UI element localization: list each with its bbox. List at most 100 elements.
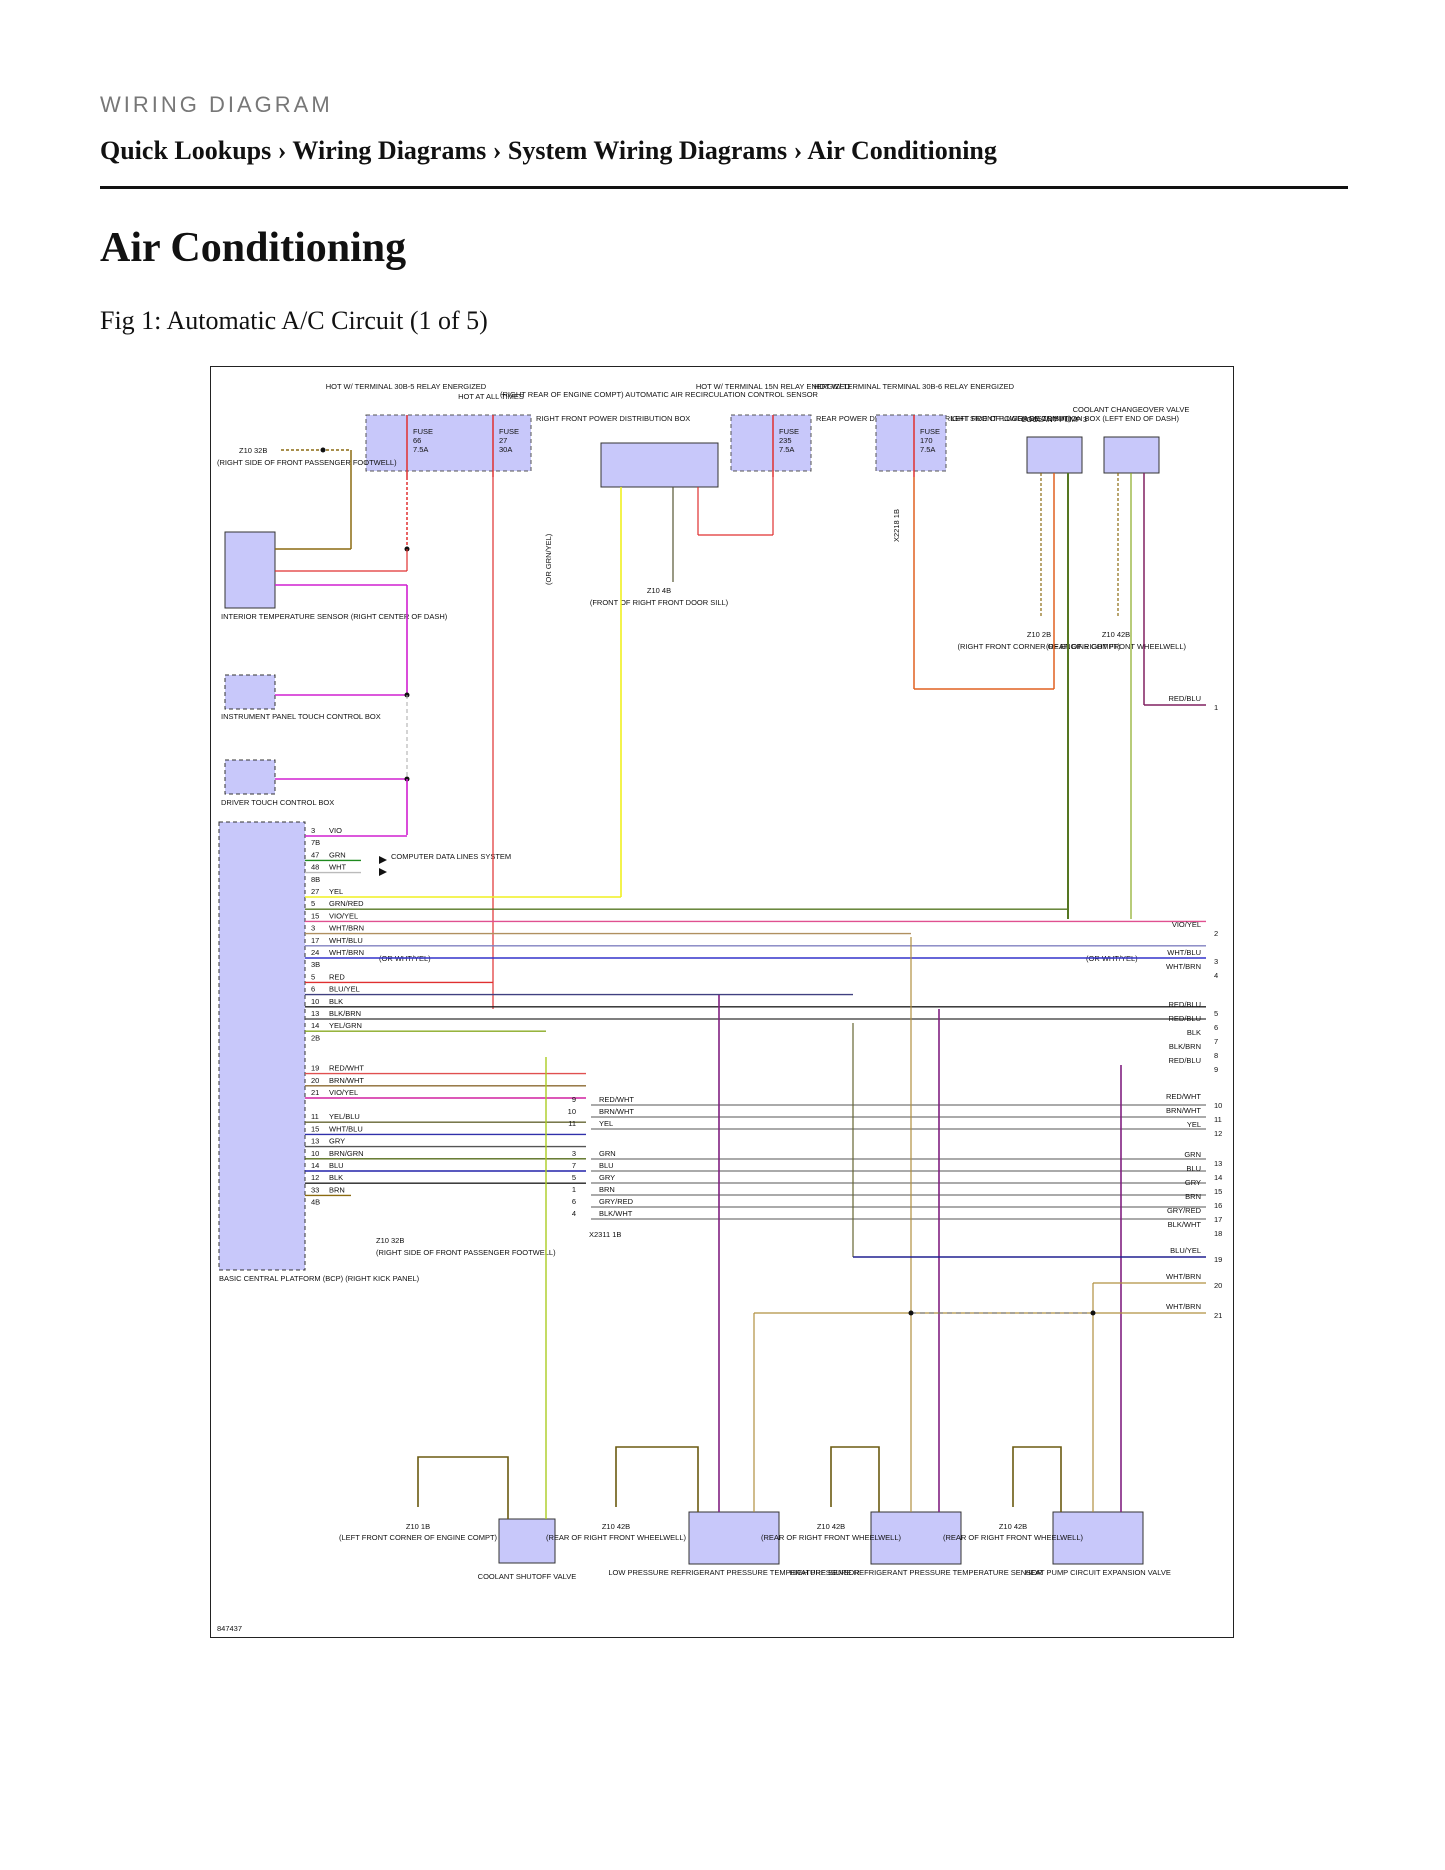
svg-text:Z10 32B: Z10 32B bbox=[376, 1236, 404, 1245]
svg-text:FUSE: FUSE bbox=[499, 427, 519, 436]
bcp-pin-number: 2B bbox=[311, 1033, 320, 1042]
connector-x2218: X2218 1B bbox=[892, 509, 901, 542]
right-reference-lines: RED/BLU1VIO/YEL2WHT/BLU3WHT/BRN4RED/BLU5… bbox=[1166, 694, 1222, 1320]
bcp-pin-wire: BLK bbox=[329, 997, 343, 1006]
coolant-shutoff-label: COOLANT SHUTOFF VALVE bbox=[478, 1572, 577, 1581]
bcp-pin-number: 3 bbox=[311, 826, 315, 835]
svg-text:(RIGHT SIDE OF FRONT PASSENGER: (RIGHT SIDE OF FRONT PASSENGER FOOTWELL) bbox=[217, 458, 397, 467]
right-ref-wire: BLU/YEL bbox=[1170, 1246, 1201, 1255]
svg-text:(REAR OF RIGHT FRONT WHEELWELL: (REAR OF RIGHT FRONT WHEELWELL) bbox=[546, 1533, 687, 1542]
bcp-pin-number: 21 bbox=[311, 1088, 319, 1097]
bcp-pin-number: 14 bbox=[311, 1021, 319, 1030]
left-front-pdb-box bbox=[875, 414, 947, 472]
rear-pdb-box bbox=[730, 414, 812, 472]
ground-z10-32b-top: Z10 32B (RIGHT SIDE OF FRONT PASSENGER F… bbox=[217, 446, 397, 467]
or-grn-yel-label: (OR GRN/YEL) bbox=[544, 533, 553, 585]
bcp-pin-wire: BRN/WHT bbox=[329, 1076, 364, 1085]
right-ref-wire: BLK/WHT bbox=[1168, 1220, 1202, 1229]
wiring-diagram-svg: HOT W/ TERMINAL 30B-5 RELAY ENERGIZED HO… bbox=[217, 382, 1222, 1633]
bcp-pin-wire: VIO/YEL bbox=[329, 911, 358, 920]
x2311-pin-number: 5 bbox=[572, 1173, 576, 1182]
right-ref-number: 2 bbox=[1214, 929, 1218, 938]
bcp-pin-wire: YEL/BLU bbox=[329, 1112, 360, 1121]
bcp-pin-wire: WHT/BLU bbox=[329, 936, 363, 945]
bcp-pin-wire: WHT/BLU bbox=[329, 1124, 363, 1133]
right-ref-wire: BRN/WHT bbox=[1166, 1106, 1201, 1115]
x2311-pin-number: 10 bbox=[568, 1107, 576, 1116]
right-ref-wire: RED/WHT bbox=[1166, 1092, 1201, 1101]
x2311-pin-number: 9 bbox=[572, 1095, 576, 1104]
coolant-pump-3 bbox=[1026, 436, 1083, 474]
x2311-pin-wire: YEL bbox=[599, 1119, 613, 1128]
ground-z10-42b-top: Z10 42B (REAR OF RIGHT FRONT WHEELWELL) bbox=[1046, 630, 1187, 651]
bcp-label: BASIC CENTRAL PLATFORM (BCP) (RIGHT KICK… bbox=[219, 1274, 420, 1283]
right-ref-number: 3 bbox=[1214, 957, 1218, 966]
interior-temperature-sensor bbox=[224, 531, 276, 609]
high-pressure-sensor bbox=[870, 1511, 962, 1565]
bcp-pin-number: 15 bbox=[311, 1124, 319, 1133]
svg-text:(RIGHT SIDE OF FRONT PASSENGER: (RIGHT SIDE OF FRONT PASSENGER FOOTWELL) bbox=[376, 1248, 556, 1257]
right-ref-wire: RED/BLU bbox=[1168, 1056, 1201, 1065]
figure-caption: Fig 1: Automatic A/C Circuit (1 of 5) bbox=[100, 306, 488, 335]
right-ref-number: 14 bbox=[1214, 1173, 1222, 1182]
recirc-sensor bbox=[600, 442, 719, 488]
right-ref-wire: BLU bbox=[1186, 1164, 1201, 1173]
right-ref-number: 17 bbox=[1214, 1215, 1222, 1224]
bcp-pin-wire: BLK/BRN bbox=[329, 1009, 361, 1018]
low-pressure-label: LOW PRESSURE REFRIGERANT PRESSURE TEMPER… bbox=[608, 1568, 860, 1577]
svg-text:Z10 42B: Z10 42B bbox=[999, 1522, 1027, 1531]
bcp-pin-number: 47 bbox=[311, 850, 319, 859]
right-ref-wire: BLK/BRN bbox=[1169, 1042, 1201, 1051]
fuse-170: FUSE 170 7.5A bbox=[913, 415, 940, 477]
breadcrumb[interactable]: Quick Lookups › Wiring Diagrams › System… bbox=[100, 136, 997, 165]
fuse-66: FUSE 66 7.5A bbox=[406, 415, 433, 477]
coolant-changeover-valve bbox=[1103, 436, 1160, 474]
svg-text:(REAR OF RIGHT FRONT WHEELWELL: (REAR OF RIGHT FRONT WHEELWELL) bbox=[1046, 642, 1187, 651]
x2311-pin-number: 11 bbox=[568, 1119, 576, 1128]
computer-data-lines: COMPUTER DATA LINES SYSTEM bbox=[379, 852, 511, 876]
header-divider bbox=[100, 186, 1348, 189]
x2311-pin-number: 4 bbox=[572, 1209, 576, 1218]
bcp-pin-wire: BLU/YEL bbox=[329, 985, 360, 994]
svg-text:Z10 4B: Z10 4B bbox=[647, 586, 671, 595]
bcp-pin-number: 13 bbox=[311, 1009, 319, 1018]
svg-text:(RIGHT FRONT CORNER OF ENGINE: (RIGHT FRONT CORNER OF ENGINE COMPT) bbox=[957, 642, 1121, 651]
svg-text:7.5A: 7.5A bbox=[413, 445, 428, 454]
x2311-pin-wire: RED/WHT bbox=[599, 1095, 634, 1104]
right-ref-number: 5 bbox=[1214, 1009, 1218, 1018]
bcp-pin-number: 24 bbox=[311, 948, 319, 957]
ground-z10-42b-a: Z10 42B (REAR OF RIGHT FRONT WHEELWELL) bbox=[546, 1522, 687, 1542]
ground-z10-32b-bcp: Z10 32B (RIGHT SIDE OF FRONT PASSENGER F… bbox=[376, 1236, 556, 1257]
bcp-pin-number: 8B bbox=[311, 875, 320, 884]
right-front-pdb-box bbox=[365, 414, 532, 472]
instrument-panel-touch-control-box bbox=[224, 674, 276, 710]
bcp-pin-wire: GRY bbox=[329, 1137, 345, 1146]
bcp-pin-number: 4B bbox=[311, 1198, 320, 1207]
coolant-changeover-label: COOLANT CHANGEOVER VALVE bbox=[1073, 405, 1190, 414]
bcp-pin-wire: YEL/GRN bbox=[329, 1021, 362, 1030]
right-ref-wire: GRN bbox=[1184, 1150, 1201, 1159]
ip-touch-label: INSTRUMENT PANEL TOUCH CONTROL BOX bbox=[221, 712, 381, 721]
bcp-pin-number: 14 bbox=[311, 1161, 319, 1170]
svg-text:Z10 2B: Z10 2B bbox=[1027, 630, 1051, 639]
svg-text:7.5A: 7.5A bbox=[920, 445, 935, 454]
svg-text:170: 170 bbox=[920, 436, 933, 445]
svg-text:Z10 32B: Z10 32B bbox=[239, 446, 267, 455]
right-ref-number: 10 bbox=[1214, 1101, 1222, 1110]
svg-text:COMPUTER DATA LINES SYSTEM: COMPUTER DATA LINES SYSTEM bbox=[391, 852, 511, 861]
right-ref-wire: WHT/BLU bbox=[1167, 948, 1201, 957]
bcp-pin-wire: GRN bbox=[329, 850, 346, 859]
right-ref-number: 9 bbox=[1214, 1065, 1218, 1074]
heat-pump-label: HEAT PUMP CIRCUIT EXPANSION VALVE bbox=[1025, 1568, 1171, 1577]
heat-pump-expansion-valve bbox=[1052, 1511, 1144, 1565]
right-ref-number: 13 bbox=[1214, 1159, 1222, 1168]
driver-touch-label: DRIVER TOUCH CONTROL BOX bbox=[221, 798, 334, 807]
bcp-pin-wire: YEL bbox=[329, 887, 343, 896]
bcp-pin-wire: RED/WHT bbox=[329, 1064, 364, 1073]
ground-z10-42b-b: Z10 42B (REAR OF RIGHT FRONT WHEELWELL) bbox=[761, 1522, 902, 1542]
figure-id: 847437 bbox=[217, 1624, 242, 1633]
x2311-pin-wire: BRN bbox=[599, 1185, 615, 1194]
basic-central-platform bbox=[218, 821, 306, 1271]
bcp-pin-number: 27 bbox=[311, 887, 319, 896]
bcp-pin-number: 13 bbox=[311, 1137, 319, 1146]
